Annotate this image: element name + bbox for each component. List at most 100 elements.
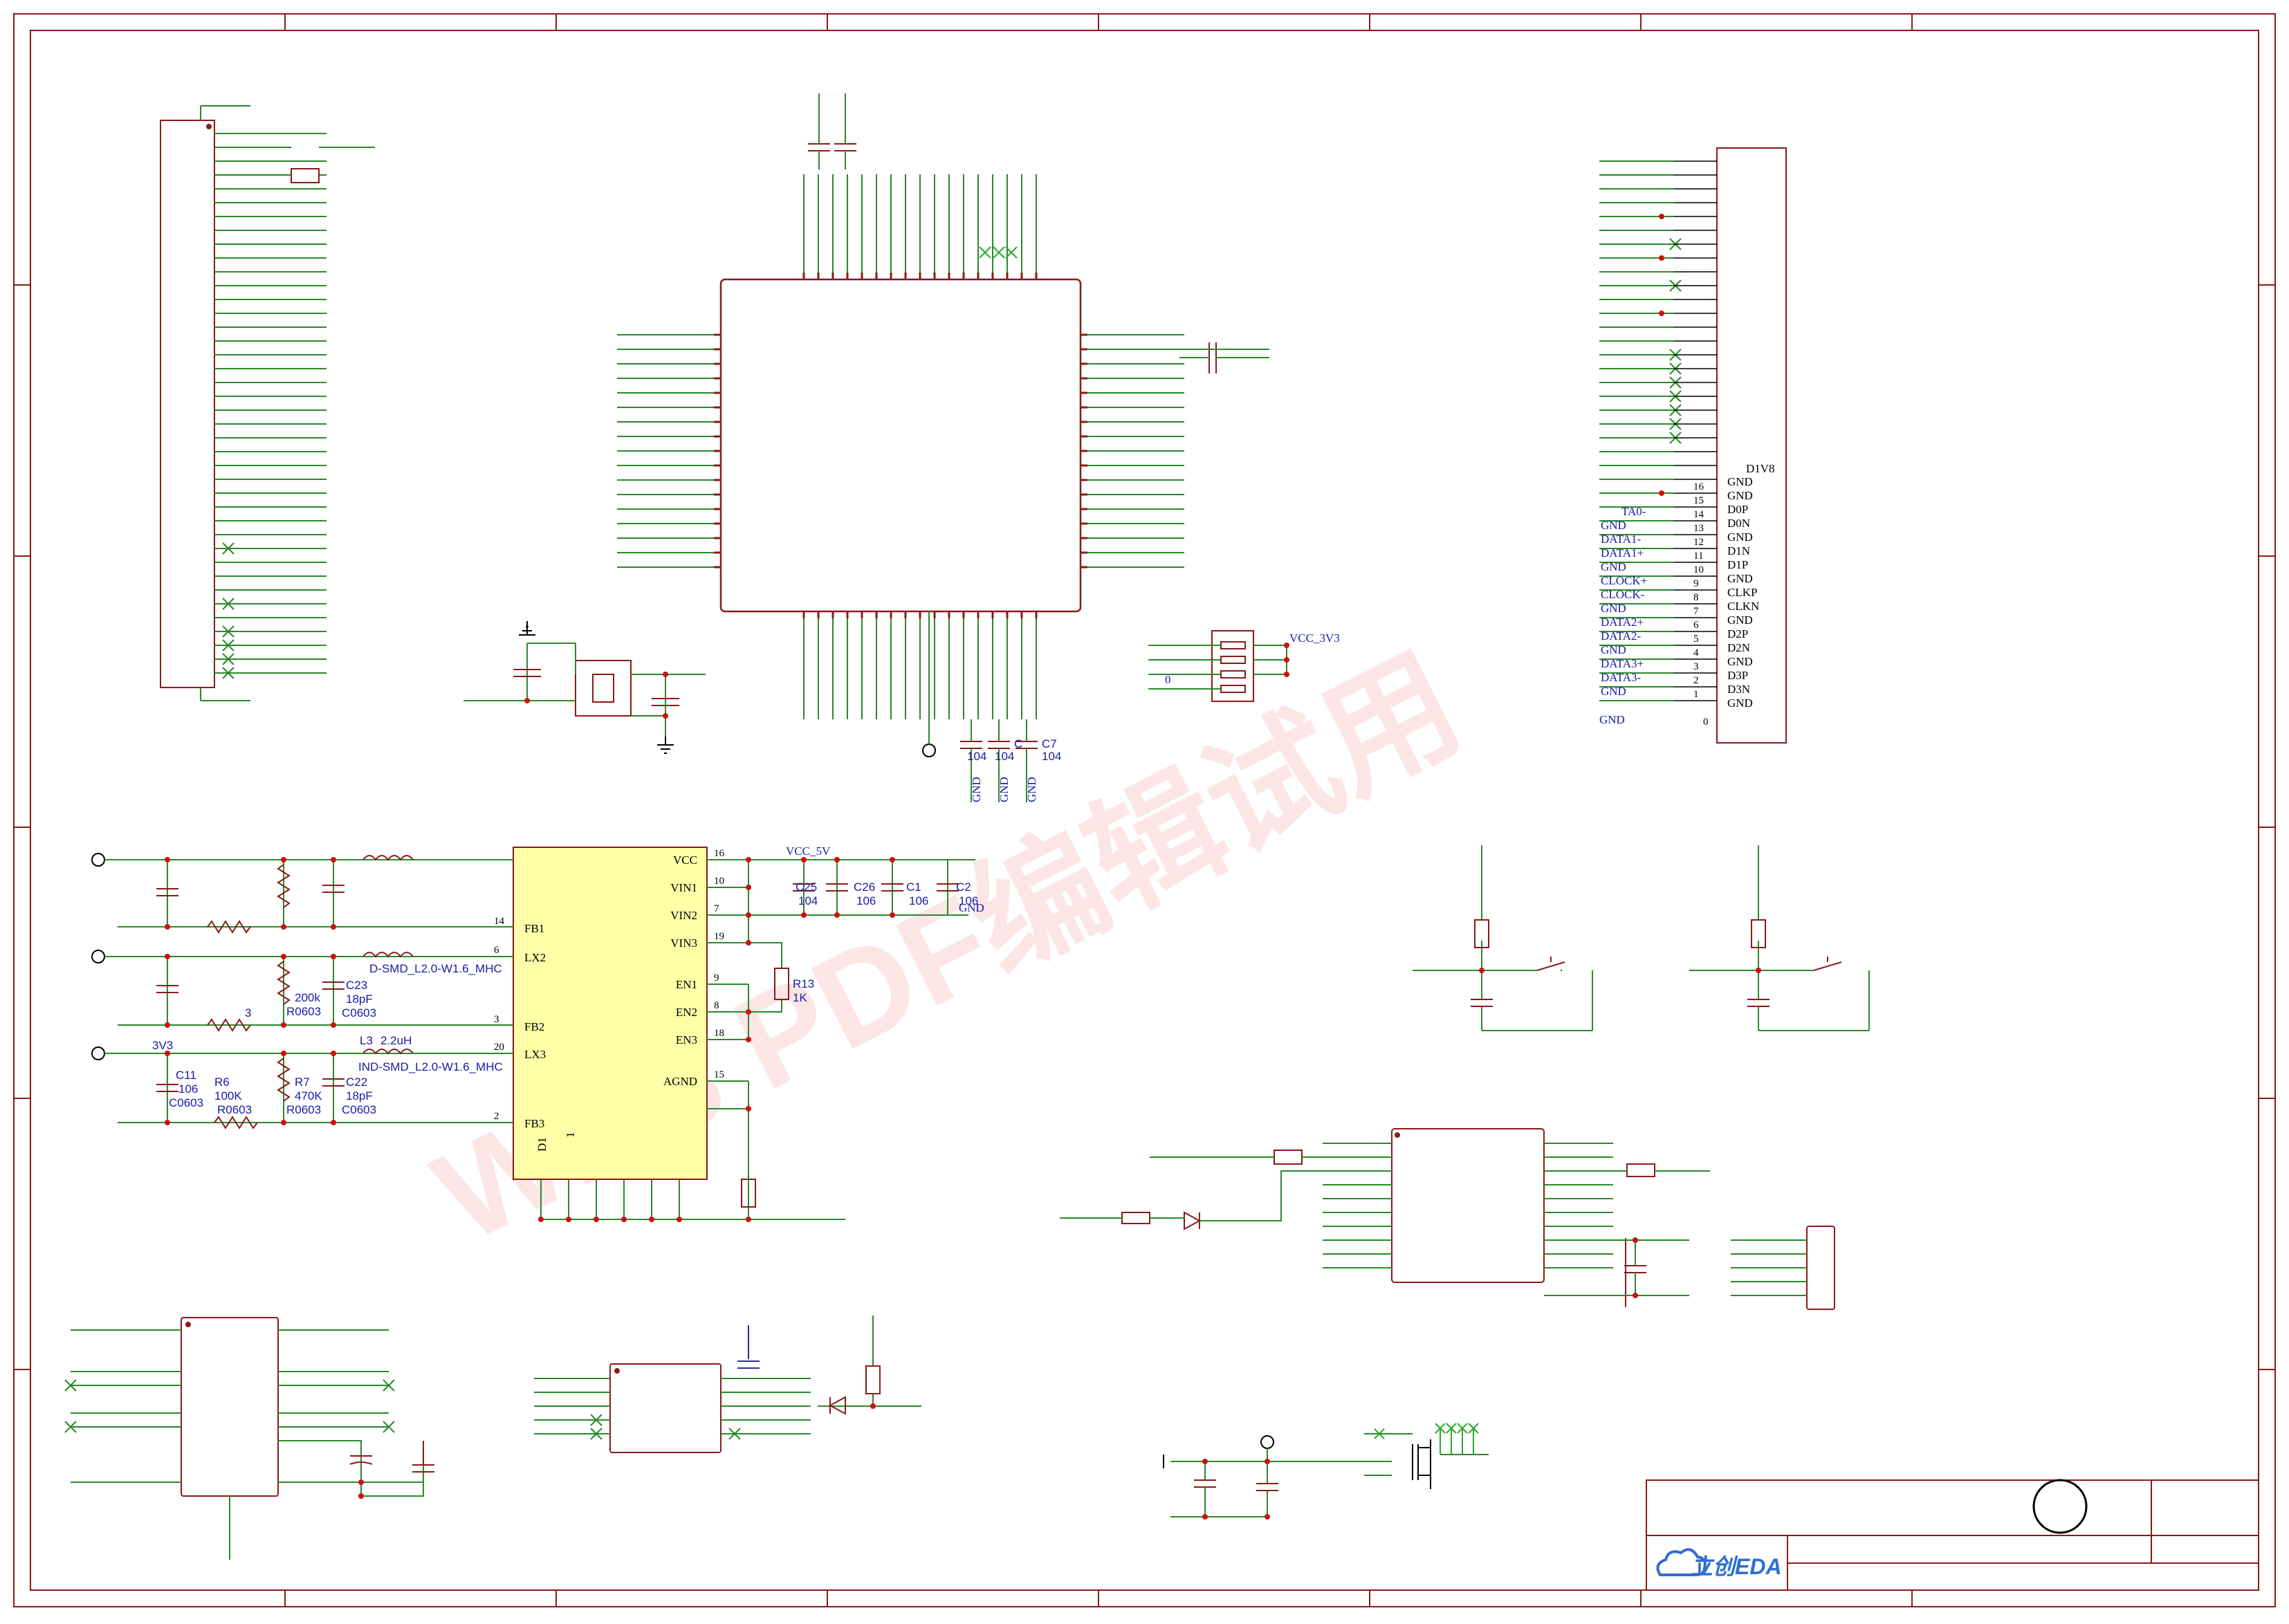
no-connect-mark	[383, 1421, 395, 1433]
pmic-right-pin-number: 10	[714, 876, 724, 887]
pmic-left-pin-number: 3	[494, 1014, 499, 1025]
push-button-2[interactable]	[1813, 957, 1842, 971]
input-cap-value: 104	[798, 894, 818, 907]
pmic-left-pin-number: 2	[494, 1111, 499, 1122]
left-connector-body[interactable]	[160, 120, 215, 688]
pmic-left-pin-number: 6	[494, 945, 499, 956]
input-cap-value: 106	[856, 894, 876, 907]
frame-zone-ticks	[14, 14, 2275, 1607]
pmic-right-pin-number: 16	[714, 848, 725, 859]
pullup-resistor-2[interactable]	[1751, 919, 1766, 948]
no-connect-mark	[993, 246, 1005, 259]
input-terminal-2[interactable]	[91, 950, 105, 963]
crystal[interactable]	[575, 660, 632, 717]
junction-dot	[165, 1051, 170, 1056]
junction-dot	[281, 954, 286, 959]
cloud-logo-icon	[1656, 1548, 1707, 1576]
no-connect-mark	[64, 1421, 77, 1433]
input-cap-name: C2	[956, 880, 971, 894]
no-connect-mark	[590, 1428, 603, 1440]
display-pin-name: D2P	[1727, 627, 1748, 640]
bottom-left-ic-body[interactable]	[181, 1317, 279, 1497]
input-terminal-1[interactable]	[91, 853, 105, 867]
c22-name: C22	[346, 1076, 367, 1089]
pmic-right-pin-number: 8	[714, 1000, 719, 1011]
cap-value-3: 104	[1042, 750, 1061, 763]
c11-package: C0603	[169, 1096, 203, 1109]
secondary-ic	[1060, 1128, 1835, 1310]
display-pin-name: D3P	[1727, 669, 1748, 682]
crystal-circuit	[463, 621, 706, 754]
no-connect-mark	[1374, 1428, 1385, 1439]
display-connector: D1V8 GNDGNDD0PD0NGNDD1ND1PGNDCLKPCLKNGND…	[1599, 147, 1787, 744]
junction-dot	[331, 954, 336, 959]
display-pin-number: 8	[1693, 592, 1699, 603]
cap-label-c7: C7	[1042, 737, 1057, 750]
push-button-1[interactable]	[1536, 957, 1565, 971]
mosfet[interactable]	[1418, 1439, 1431, 1489]
header-connector[interactable]	[1806, 1226, 1835, 1310]
junction-dot	[331, 1051, 336, 1056]
gnd-net-3: GND	[1025, 777, 1038, 802]
net-number-3: 3	[245, 1006, 251, 1019]
diode[interactable]	[828, 1396, 846, 1415]
r7-value: 470K	[295, 1089, 322, 1102]
mcu-body[interactable]	[719, 278, 1082, 613]
no-connect-mark	[728, 1428, 741, 1440]
pmic-left-pin-number: 20	[494, 1042, 504, 1053]
display-pin-number: 13	[1693, 523, 1704, 534]
pmic-right-pin-number: 15	[714, 1069, 724, 1080]
input-cap-name: C25	[796, 880, 817, 894]
display-net-label: CLOCK+	[1601, 574, 1647, 587]
display-pin-name: GND	[1727, 530, 1753, 544]
bottom-middle-ic-body[interactable]	[609, 1363, 721, 1453]
junction-dot	[281, 857, 286, 862]
display-pin-name: GND	[1727, 696, 1753, 710]
no-connect-mark	[222, 639, 235, 652]
pmic-right-pin-number: 9	[714, 972, 719, 984]
pmic-left-pin-name: FB1	[524, 922, 544, 935]
display-connector-body[interactable]	[1716, 147, 1787, 744]
vcc-5v-net: VCC_5V	[786, 845, 831, 858]
junction-dot	[677, 1217, 682, 1222]
display-pin-number: 9	[1693, 578, 1699, 589]
no-connect-mark	[222, 598, 235, 610]
display-net-label: GND	[1601, 643, 1626, 656]
c23-value: 18pF	[346, 993, 373, 1006]
l3-package: IND-SMD_L2.0-W1.6_MHC	[358, 1060, 503, 1073]
junction-dot	[1659, 255, 1664, 261]
display-net-label: GND	[1601, 519, 1626, 532]
junction-dot	[281, 1051, 286, 1056]
r13-resistor[interactable]	[774, 968, 789, 1000]
r6-package: R0603	[217, 1103, 252, 1116]
pmic-body[interactable]	[513, 847, 708, 1180]
display-net-label: CLOCK-	[1601, 588, 1645, 601]
left-resistor[interactable]	[291, 168, 320, 183]
c23-name: C23	[346, 979, 367, 992]
junction-dot	[801, 857, 807, 862]
junction-dot	[746, 1106, 751, 1111]
display-pin-number: 11	[1693, 551, 1703, 562]
display-pin-name: D0P	[1727, 503, 1748, 516]
pmic-right-pin-name: EN3	[676, 1033, 697, 1046]
junction-dot	[890, 857, 895, 862]
connector-pin-0: 0	[1165, 673, 1171, 686]
display-net-label: GND	[1601, 685, 1626, 698]
secondary-ic-body[interactable]	[1391, 1128, 1545, 1283]
display-net-label: GND	[1601, 560, 1626, 573]
c22-package: C0603	[342, 1103, 376, 1116]
input-terminal-3[interactable]	[91, 1046, 105, 1060]
pullup-resistor-1[interactable]	[1474, 919, 1489, 948]
display-net-label: DATA2-	[1601, 629, 1641, 643]
status-led[interactable]	[1184, 1211, 1202, 1230]
display-net-label: TA0-	[1621, 505, 1646, 518]
display-net-label: DATA3+	[1601, 657, 1644, 670]
pmic-right-pin-name: AGND	[663, 1075, 697, 1088]
test-point[interactable]	[922, 744, 936, 757]
bottom-left-ic	[64, 1317, 434, 1560]
junction-dot	[746, 857, 751, 862]
display-pin-name: GND	[1727, 613, 1753, 627]
left-connector	[160, 105, 375, 701]
